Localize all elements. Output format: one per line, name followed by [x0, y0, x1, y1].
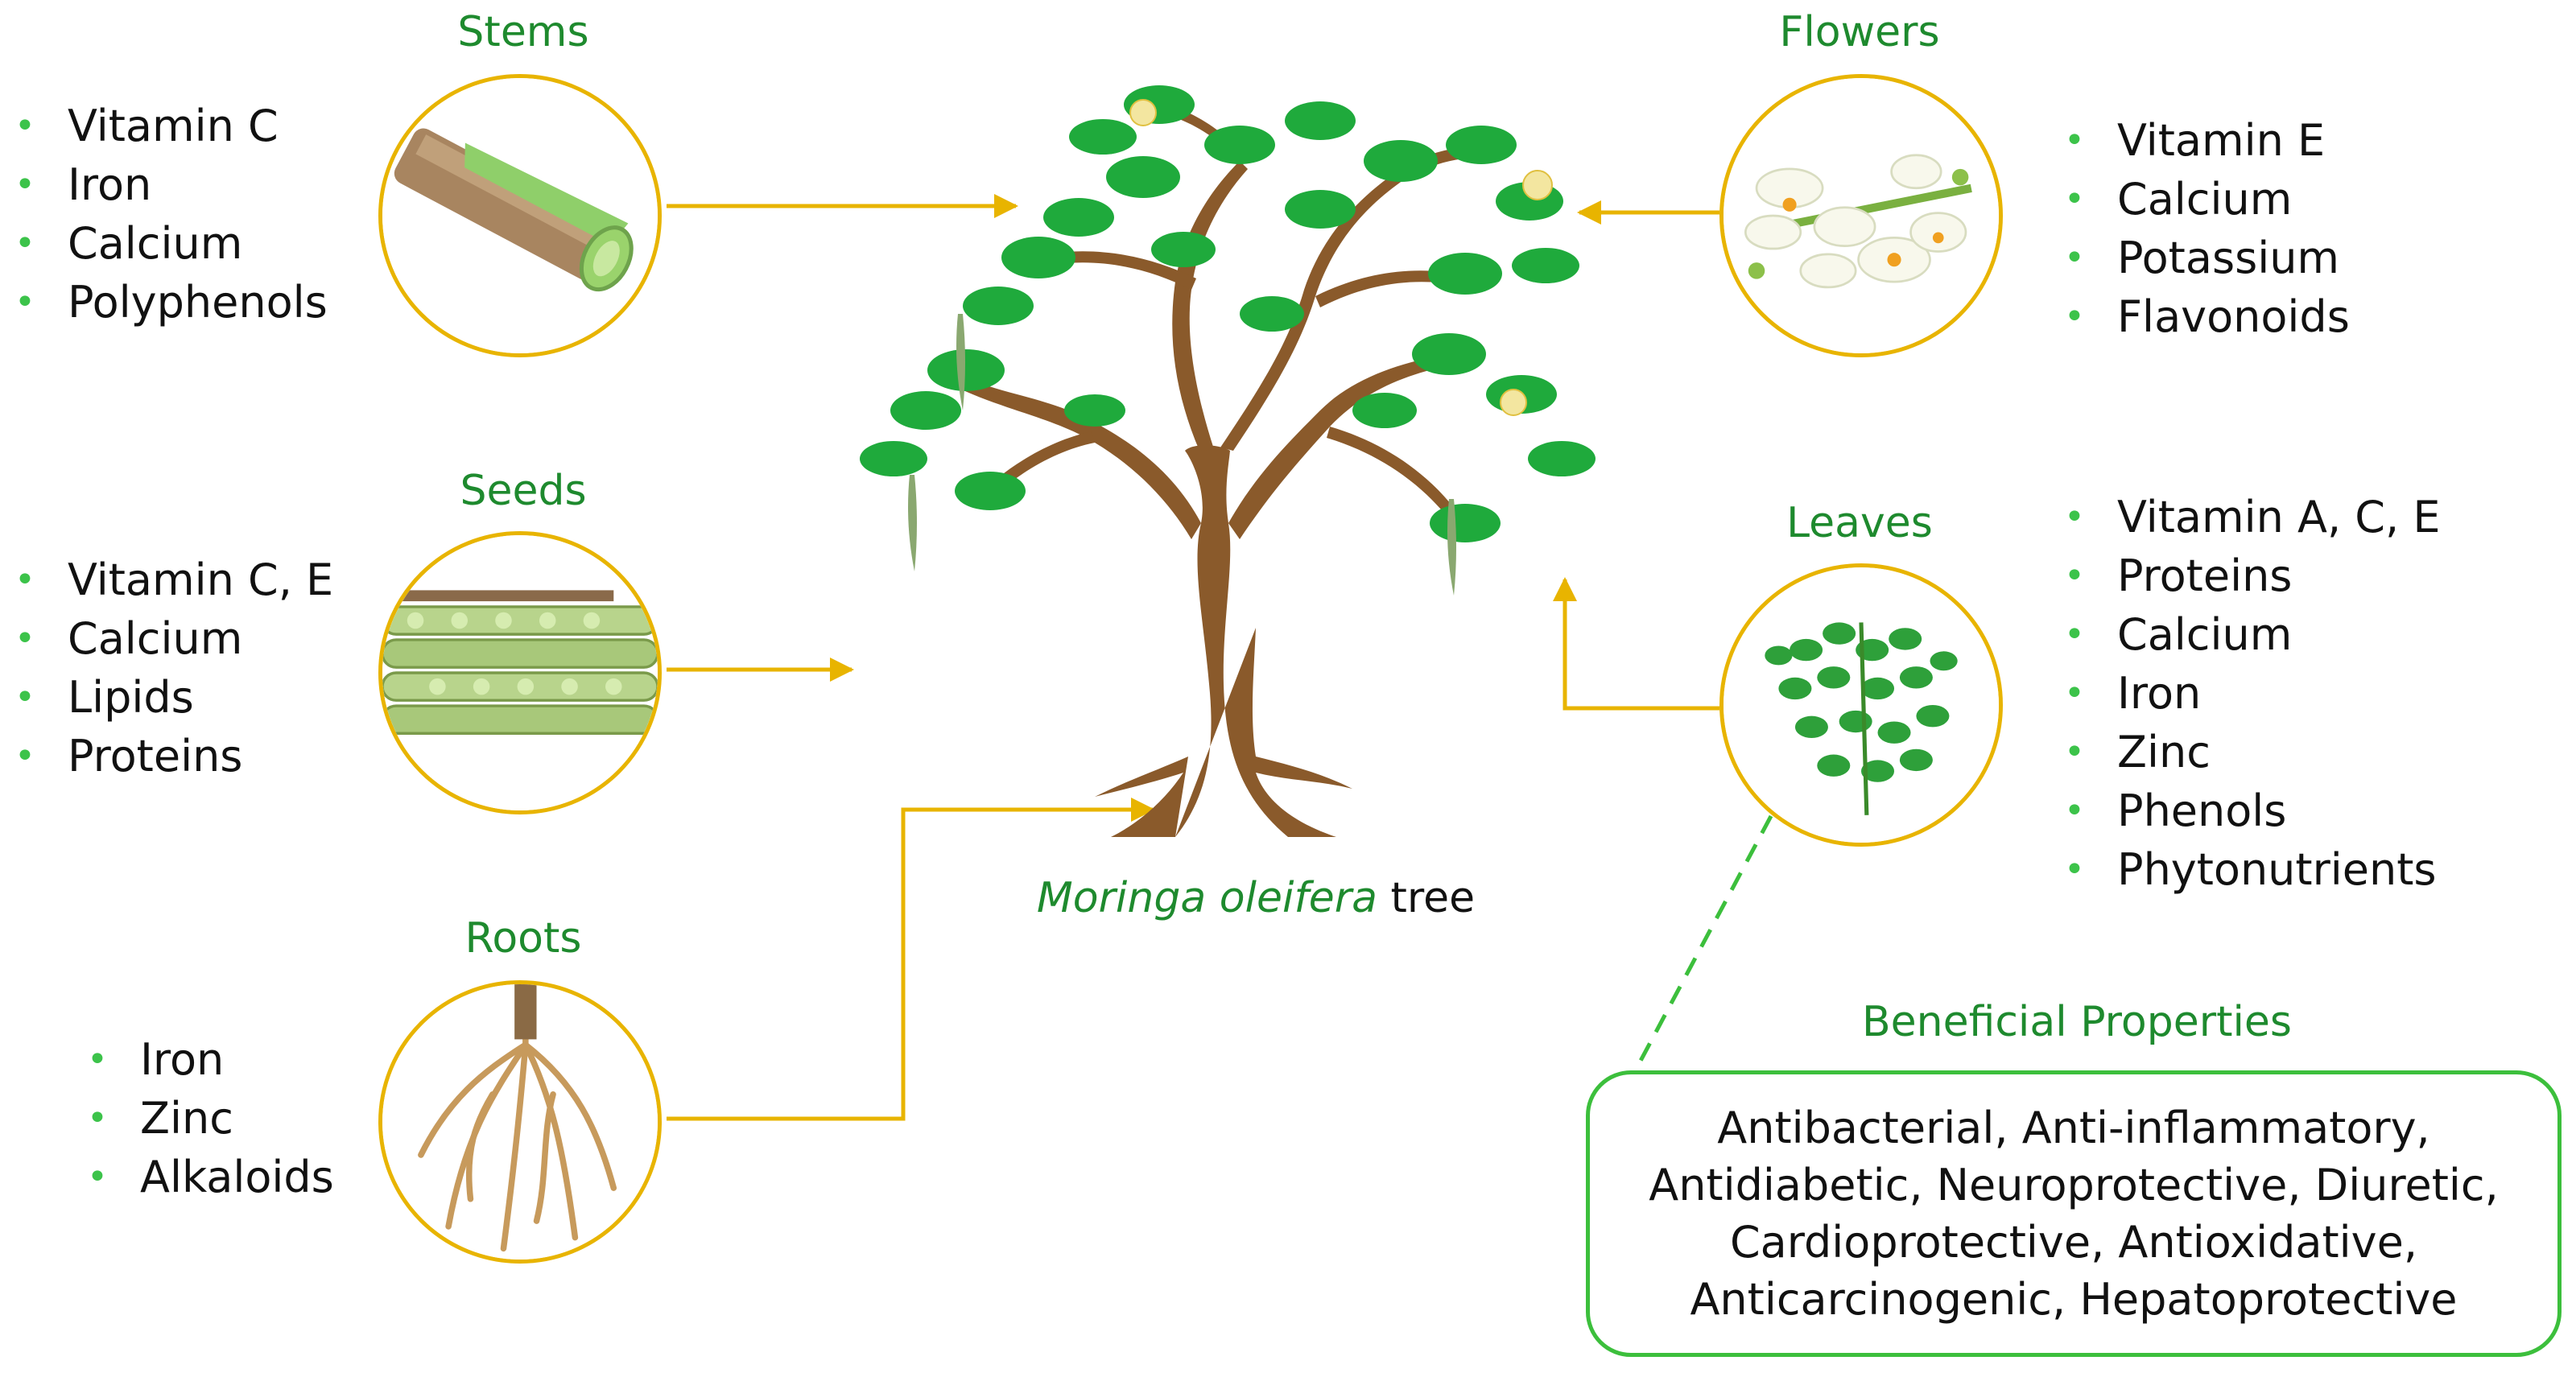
- roots-arrow: [667, 798, 1155, 1121]
- stem-photo-icon: [378, 74, 662, 357]
- properties-line: Antibacterial, Anti-inflammatory,: [1717, 1103, 2430, 1153]
- roots-list: Iron Zinc Alkaloids: [72, 1030, 334, 1206]
- list-item: Iron: [2050, 664, 2440, 723]
- leaves-photo-icon: [1719, 563, 2003, 847]
- list-item: Lipids: [0, 668, 333, 727]
- roots-title: Roots: [464, 914, 582, 963]
- properties-line: Anticarcinogenic, Hepatoprotective: [1690, 1274, 2458, 1325]
- leaves-arrow: [1553, 577, 1719, 711]
- list-item: Iron: [0, 155, 328, 214]
- list-item: Phytonutrients: [2050, 840, 2440, 899]
- list-item: Vitamin A, C, E: [2050, 488, 2440, 546]
- list-item: Calcium: [2050, 605, 2440, 664]
- properties-line: Cardioprotective, Antioxidative,: [1729, 1217, 2418, 1268]
- list-item: Polyphenols: [0, 273, 328, 332]
- flowers-title: Flowers: [1779, 8, 1940, 56]
- properties-line: Antidiabetic, Neuroprotective, Diuretic,: [1649, 1160, 2499, 1210]
- tree-caption-species: Moringa oleifera: [1036, 874, 1377, 922]
- list-item: Vitamin C, E: [0, 550, 333, 609]
- tree-caption-suffix: tree: [1377, 874, 1476, 922]
- list-item: Proteins: [2050, 546, 2440, 605]
- list-item: Proteins: [0, 727, 333, 785]
- list-item: Calcium: [0, 609, 333, 668]
- list-item: Zinc: [2050, 723, 2440, 781]
- moringa-tree-illustration-icon: [860, 85, 1596, 837]
- leaves-to-properties-dashed-line: [1638, 814, 1773, 1062]
- list-item: Potassium: [2050, 229, 2350, 287]
- properties-box: Antibacterial, Anti-inflammatory, Antidi…: [1586, 1070, 2562, 1357]
- tree-caption: Moringa oleifera tree: [934, 874, 1578, 922]
- list-item: Vitamin C: [0, 97, 328, 155]
- seeds-list: Vitamin C, E Calcium Lipids Proteins: [0, 550, 333, 785]
- list-item: Alkaloids: [72, 1148, 334, 1206]
- seed-pods-photo-icon: [378, 531, 662, 814]
- roots-photo-icon: [378, 980, 662, 1264]
- flowers-photo-icon: [1719, 74, 2003, 357]
- list-item: Zinc: [72, 1089, 334, 1148]
- list-item: Calcium: [2050, 170, 2350, 229]
- leaves-title: Leaves: [1786, 499, 1933, 547]
- seeds-title: Seeds: [460, 467, 587, 515]
- list-item: Flavonoids: [2050, 287, 2350, 346]
- list-item: Iron: [72, 1030, 334, 1089]
- leaves-list: Vitamin A, C, E Proteins Calcium Iron Zi…: [2050, 488, 2440, 899]
- list-item: Phenols: [2050, 781, 2440, 840]
- properties-title: Beneficial Properties: [1861, 998, 2293, 1046]
- stems-list: Vitamin C Iron Calcium Polyphenols: [0, 97, 328, 332]
- list-item: Vitamin E: [2050, 111, 2350, 170]
- flowers-list: Vitamin E Calcium Potassium Flavonoids: [2050, 111, 2350, 346]
- stems-title: Stems: [457, 8, 589, 56]
- list-item: Calcium: [0, 214, 328, 273]
